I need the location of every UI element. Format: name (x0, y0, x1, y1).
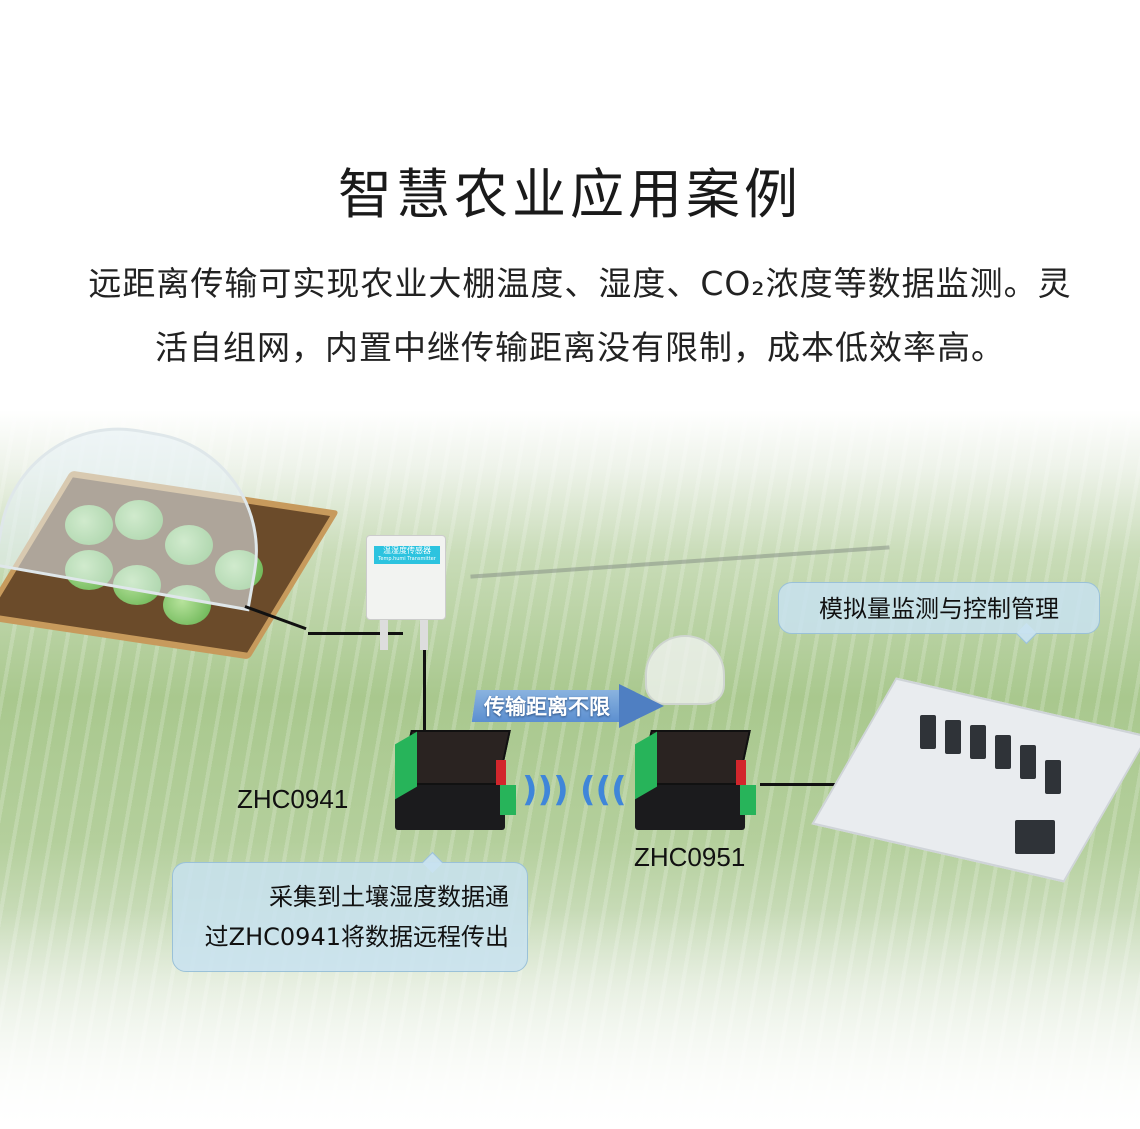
cable (760, 783, 880, 786)
description-line-2: 活自组网，内置中继传输距离没有限制，成本低效率高。 (155, 328, 1005, 367)
cable (308, 632, 403, 635)
wireless-signal-icon: ((( (580, 770, 627, 810)
dip-switch (736, 760, 746, 785)
server-rack (970, 725, 986, 759)
humidity-sensor-image: 温湿度传感器 Temp.humi Transmitter (366, 535, 446, 620)
server-rack (1020, 745, 1036, 779)
callout-monitoring: 模拟量监测与控制管理 (778, 582, 1100, 634)
description-line-1: 远距离传输可实现农业大棚温度、湿度、CO₂浓度等数据监测。灵 (88, 264, 1072, 303)
sensor-label-cn: 温湿度传感器 (383, 546, 431, 555)
server-rack (920, 715, 936, 749)
server-rack (1015, 820, 1055, 854)
callout-soil-data: 采集到土壤湿度数据通 过ZHC0941将数据远程传出 (172, 862, 528, 972)
callout-line-1: 采集到土壤湿度数据通 (269, 883, 509, 911)
callout-line-2: 过ZHC0941将数据远程传出 (204, 923, 509, 951)
dip-switch (496, 760, 506, 785)
sensor-label-en: Temp.humi Transmitter (378, 556, 436, 562)
transmission-arrow: 传输距离不限 (471, 684, 664, 728)
terminal-block (740, 785, 756, 815)
server-rack (1045, 760, 1061, 794)
server-rack (995, 735, 1011, 769)
control-room-image (811, 675, 1140, 905)
page-title: 智慧农业应用案例 (338, 163, 802, 226)
description: 远距离传输可实现农业大棚温度、湿度、CO₂浓度等数据监测。灵 活自组网，内置中继… (50, 252, 1110, 380)
cable (423, 640, 426, 730)
building-floor (811, 677, 1140, 883)
terminal-block (500, 785, 516, 815)
farm-scene: 温湿度传感器 Temp.humi Transmitter 传输距离不限 ))) … (0, 410, 1140, 1129)
arrow-text: 传输距离不限 (484, 695, 610, 719)
sensor-probe (380, 620, 388, 650)
arrow-head (619, 684, 664, 728)
wireless-signal-icon: ))) (522, 770, 569, 810)
device-label-zhc0951: ZHC0951 (634, 842, 746, 872)
greenhouse-image (0, 410, 340, 660)
sensor-probe (420, 620, 428, 650)
sensor-label: 温湿度传感器 Temp.humi Transmitter (374, 546, 440, 564)
device-zhc0951-image (635, 730, 756, 830)
device-zhc0941-image (395, 730, 516, 830)
server-rack (945, 720, 961, 754)
device-label-zhc0941: ZHC0941 (237, 784, 349, 814)
